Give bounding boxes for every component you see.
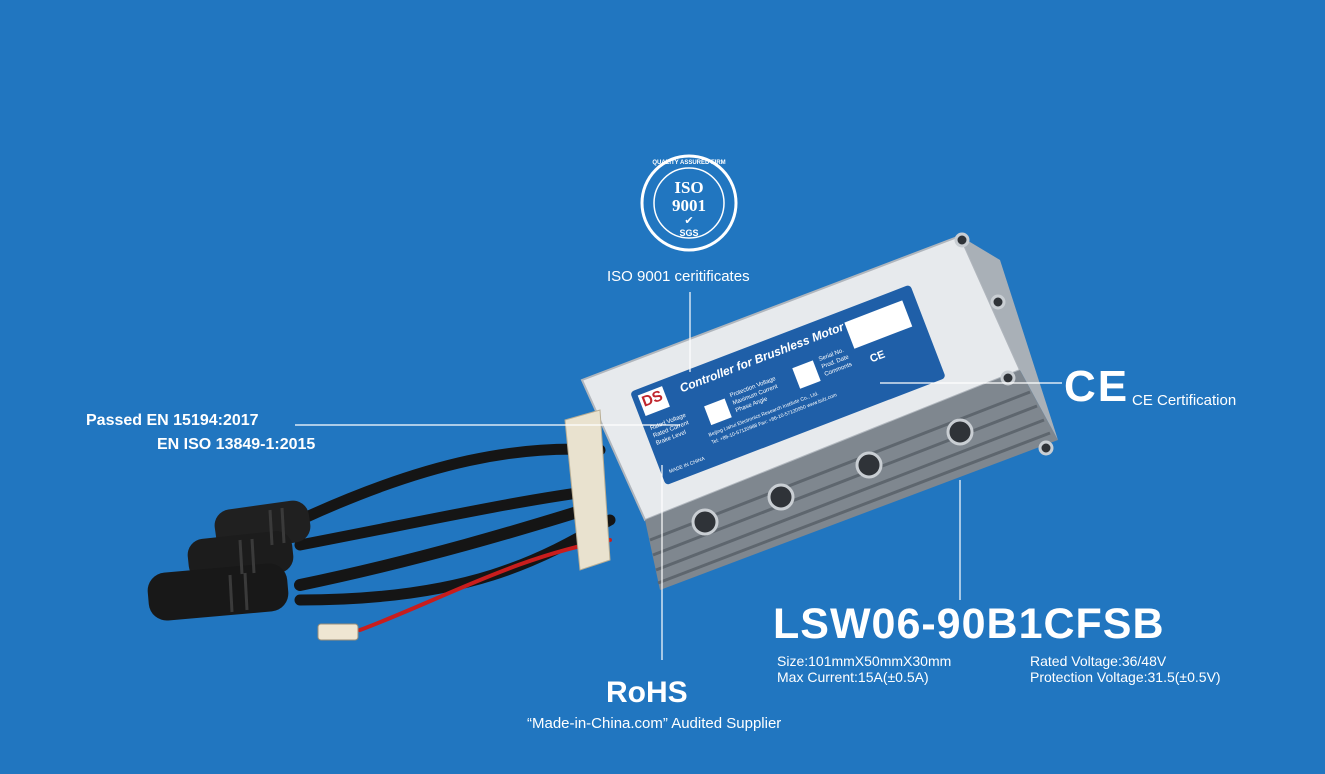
label-logo: DS [639,387,666,411]
spec-rated-voltage: Rated Voltage:36/48V [1030,653,1167,669]
callout-lines [295,292,1062,660]
label-ce-mark: CE [868,348,887,366]
iso-badge-ring [640,154,738,252]
iso-cert-caption: ISO 9001 ceritificates [607,268,750,285]
label-col3: Serial No. Prod. Date Commonts [818,346,854,379]
iso-badge-number: 9001 [672,196,706,215]
iso-badge-org: SGS [679,228,699,238]
specs-left: Size:101mmX50mmX30mm Max Current:15A(±0.… [777,653,951,685]
product-label [631,285,945,485]
cable-bundle [294,443,616,632]
connector-plugs [147,500,359,641]
en-standard-line2: EN ISO 13849-1:2015 [157,436,316,453]
ce-caption: CE Certification [1132,392,1237,409]
label-made-in: MADE IN CHINA [668,455,706,476]
spec-protection-voltage: Protection Voltage:31.5(±0.5V) [1030,669,1221,685]
model-number: LSW06-90B1CFSB [773,600,1165,648]
spec-size: Size:101mmX50mmX30mm [777,653,952,669]
iso-badge: QUALITY ASSURED FIRM ISO 9001 ✔ SGS [642,156,736,250]
rohs-caption: “Made-in-China.com” Audited Supplier [527,715,782,732]
ce-mark: CE [1064,362,1130,411]
specs-right: Rated Voltage:36/48V Protection Voltage:… [1030,653,1221,685]
check-icon: ✔ [684,215,694,227]
iso-badge-iso: ISO [674,178,704,197]
iso-badge-ring-text: QUALITY ASSURED FIRM [652,160,726,166]
en-standard-line1: Passed EN 15194:2017 [86,412,259,429]
label-col1: Rated Voltage Rated Current Brake Level [649,412,693,448]
spec-max-current: Max Current:15A(±0.5A) [777,669,929,685]
rohs-mark: RoHS [606,676,688,709]
